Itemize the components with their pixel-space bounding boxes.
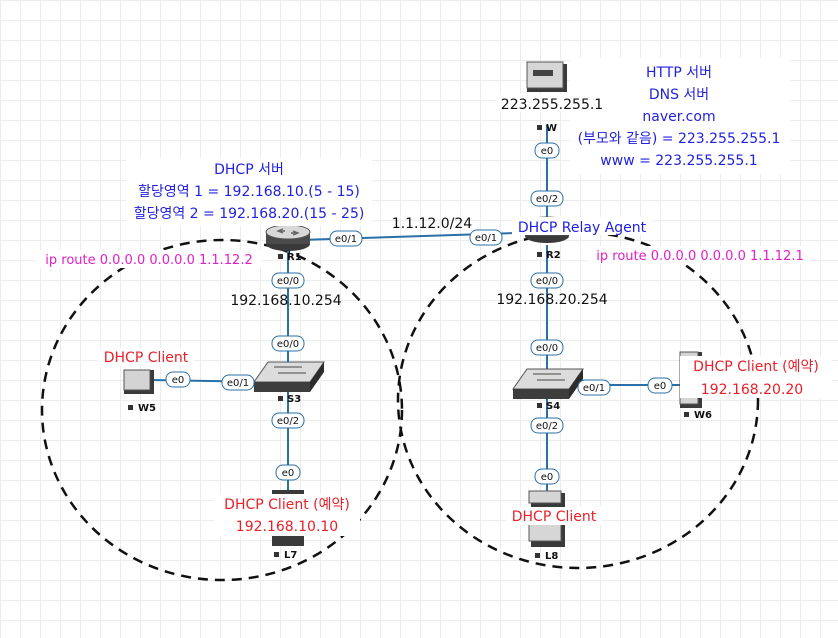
w-ip-label: 223.255.255.1 — [501, 97, 603, 113]
switch-icon — [512, 368, 584, 399]
w5-role-label: DHCP Client — [104, 350, 189, 366]
r2-lan-ip-label: 192.168.20.254 — [496, 292, 607, 308]
switch-s3[interactable]: S3 — [253, 361, 325, 405]
svg-text:e0/1: e0/1 — [227, 378, 249, 389]
node-label: W5 — [138, 403, 156, 414]
svg-text:e0/2: e0/2 — [536, 194, 558, 205]
l7-role-label: DHCP Client (예약) — [224, 497, 350, 513]
server-w[interactable]: W — [526, 61, 567, 134]
lan-left-boundary — [40, 238, 404, 582]
port-w5-e0: e0 — [165, 371, 191, 388]
node-label: W6 — [694, 410, 712, 421]
port-w-e0: e0 — [534, 142, 560, 159]
w6-info-background — [680, 356, 832, 398]
svg-text:e0/0: e0/0 — [536, 343, 558, 354]
relay-agent-background — [512, 217, 652, 235]
port-s3-e02: e0/2 — [271, 412, 305, 429]
port-r2-e02: e0/2 — [530, 190, 564, 207]
node-label: R1 — [287, 252, 302, 263]
link-network-label: 1.1.12.0/24 — [392, 216, 473, 232]
relay-agent-label: DHCP Relay Agent — [518, 220, 647, 236]
node-label: R2 — [546, 250, 561, 261]
dns-server-label: DNS 서버 — [649, 87, 709, 103]
dns-info-background — [570, 58, 790, 174]
node-label: L8 — [545, 551, 558, 562]
pc-w5[interactable]: W5 — [123, 369, 156, 414]
server-l8[interactable]: L8 — [528, 490, 565, 562]
l7-info-background — [214, 494, 360, 536]
svg-text:e0/0: e0/0 — [536, 276, 558, 287]
pc-icon — [123, 369, 154, 394]
r1-route-background — [36, 250, 262, 268]
node-label: W — [546, 123, 557, 134]
svg-text:e0/1: e0/1 — [583, 383, 605, 394]
router-icon — [265, 224, 311, 251]
r2-route-background — [588, 246, 810, 264]
svg-text:e0/2: e0/2 — [277, 416, 299, 427]
switch-s4[interactable]: S4 — [512, 368, 584, 412]
svg-text:e0: e0 — [541, 472, 554, 483]
svg-text:e0/2: e0/2 — [536, 421, 558, 432]
port-labels: e0/1 e0/1 e0 e0/2 e0/0 e0/0 e0/0 e0/1 e0… — [165, 142, 673, 485]
node-label: S4 — [546, 401, 560, 412]
port-l8-e0: e0 — [534, 468, 560, 485]
l7-ip-label: 192.168.10.10 — [236, 519, 338, 535]
svg-text:e0/1: e0/1 — [335, 234, 357, 245]
port-s3-e00: e0/0 — [271, 335, 305, 352]
www-record-label: www = 223.255.255.1 — [600, 153, 757, 169]
svg-text:e0: e0 — [172, 375, 185, 386]
port-r1-e00: e0/0 — [271, 272, 305, 289]
dhcp-server-label: DHCP 서버 — [214, 162, 284, 178]
port-r2-e00: e0/0 — [530, 272, 564, 289]
r1-route-label: ip route 0.0.0.0 0.0.0.0 1.1.12.2 — [45, 253, 252, 268]
port-r1-e01: e0/1 — [329, 230, 363, 247]
node-label: S3 — [287, 394, 301, 405]
svg-text:e0: e0 — [282, 468, 295, 479]
dhcp-server-info-background — [126, 158, 372, 226]
r1-lan-ip-label: 192.168.10.254 — [230, 293, 341, 309]
port-s4-e00: e0/0 — [530, 339, 564, 356]
port-r2-e01: e0/1 — [469, 229, 503, 246]
router-r1[interactable]: R1 — [265, 224, 311, 263]
svg-text:e0/1: e0/1 — [475, 233, 497, 244]
l8-role-label: DHCP Client — [512, 509, 597, 525]
svg-text:e0/0: e0/0 — [277, 339, 299, 350]
parent-record-label: (부모와 같음) = 223.255.255.1 — [578, 131, 781, 147]
pool1-label: 할당영역 1 = 192.168.10.(5 - 15) — [138, 184, 360, 200]
port-l7-e0: e0 — [275, 464, 301, 481]
pool2-label: 할당영역 2 = 192.168.20.(15 - 25) — [134, 206, 365, 222]
switch-icon — [253, 361, 325, 392]
svg-text:e0/0: e0/0 — [277, 276, 299, 287]
svg-text:e0: e0 — [541, 146, 554, 157]
port-w6-e0: e0 — [647, 377, 673, 394]
w5-role-background — [98, 348, 194, 366]
http-server-label: HTTP 서버 — [646, 65, 712, 81]
w6-role-label: DHCP Client (예약) — [693, 359, 819, 375]
r2-route-label: ip route 0.0.0.0 0.0.0.0 1.1.12.1 — [596, 249, 803, 264]
svg-text:e0: e0 — [654, 381, 667, 392]
domain-label: naver.com — [642, 109, 715, 125]
w6-ip-label: 192.168.20.20 — [701, 382, 803, 398]
l8-role-background — [506, 507, 602, 525]
node-label: L7 — [284, 550, 297, 561]
server-icon — [526, 61, 567, 92]
w-ip-background — [497, 94, 607, 112]
port-s4-e01: e0/1 — [577, 379, 611, 396]
port-s4-e02: e0/2 — [530, 417, 564, 434]
port-s3-e01: e0/1 — [221, 374, 255, 391]
